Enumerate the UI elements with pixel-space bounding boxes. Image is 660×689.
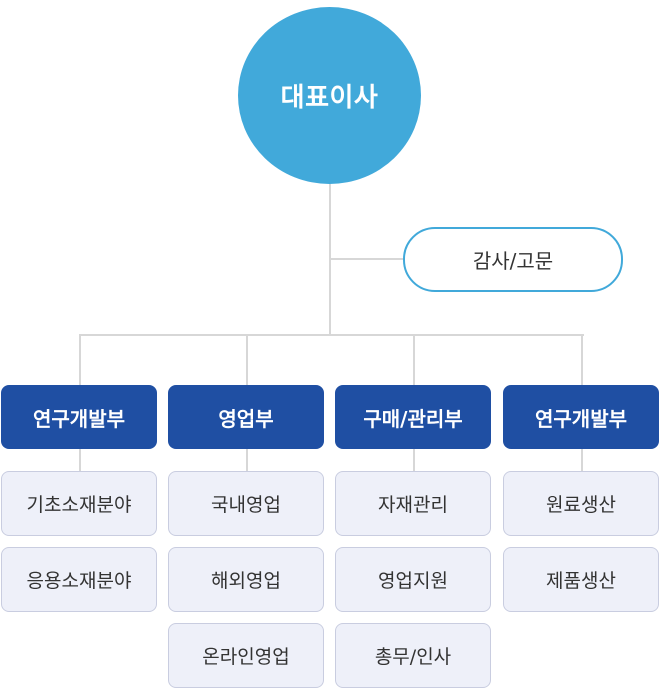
department-node-purchasing-admin: 구매/관리부 xyxy=(335,385,491,449)
team-label: 기초소재분야 xyxy=(26,494,132,516)
ceo-node: 대표이사 xyxy=(238,7,421,184)
ceo-label: 대표이사 xyxy=(280,83,379,113)
team-label: 총무/인사 xyxy=(374,646,452,668)
connector-dept-2-drop xyxy=(246,334,248,386)
team-node: 해외영업 xyxy=(168,547,324,612)
team-node: 국내영업 xyxy=(168,471,324,536)
connector-dept-3-drop xyxy=(413,334,415,386)
team-node: 온라인영업 xyxy=(168,623,324,688)
team-label: 영업지원 xyxy=(378,570,448,592)
connector-dept-4-teams xyxy=(581,449,583,473)
team-node: 제품생산 xyxy=(503,547,659,612)
team-label: 해외영업 xyxy=(211,570,281,592)
advisor-node: 감사/고문 xyxy=(403,227,623,292)
team-label: 원료생산 xyxy=(546,494,616,516)
team-label: 온라인영업 xyxy=(202,646,290,668)
team-node: 원료생산 xyxy=(503,471,659,536)
team-node: 자재관리 xyxy=(335,471,491,536)
connector-dept-3-teams xyxy=(413,449,415,473)
team-node: 기초소재분야 xyxy=(1,471,157,536)
department-label: 연구개발부 xyxy=(535,406,627,431)
team-node: 영업지원 xyxy=(335,547,491,612)
team-label: 자재관리 xyxy=(378,494,448,516)
department-node-research-2: 연구개발부 xyxy=(503,385,659,449)
team-node: 응용소재분야 xyxy=(1,547,157,612)
department-label: 연구개발부 xyxy=(33,406,125,431)
advisor-label: 감사/고문 xyxy=(472,249,554,273)
department-node-research-1: 연구개발부 xyxy=(1,385,157,449)
department-node-sales: 영업부 xyxy=(168,385,324,449)
department-label: 구매/관리부 xyxy=(363,406,463,431)
connector-dept-4-drop xyxy=(581,334,583,386)
team-label: 제품생산 xyxy=(546,570,616,592)
team-label: 응용소재분야 xyxy=(26,570,132,592)
connector-dept-1-drop xyxy=(79,334,81,386)
connector-horizontal-bus xyxy=(79,334,584,336)
team-node: 총무/인사 xyxy=(335,623,491,688)
connector-dept-1-teams xyxy=(79,449,81,473)
connector-advisor-branch xyxy=(330,258,404,260)
connector-dept-2-teams xyxy=(246,449,248,473)
team-label: 국내영업 xyxy=(211,494,281,516)
department-label: 영업부 xyxy=(218,406,274,431)
